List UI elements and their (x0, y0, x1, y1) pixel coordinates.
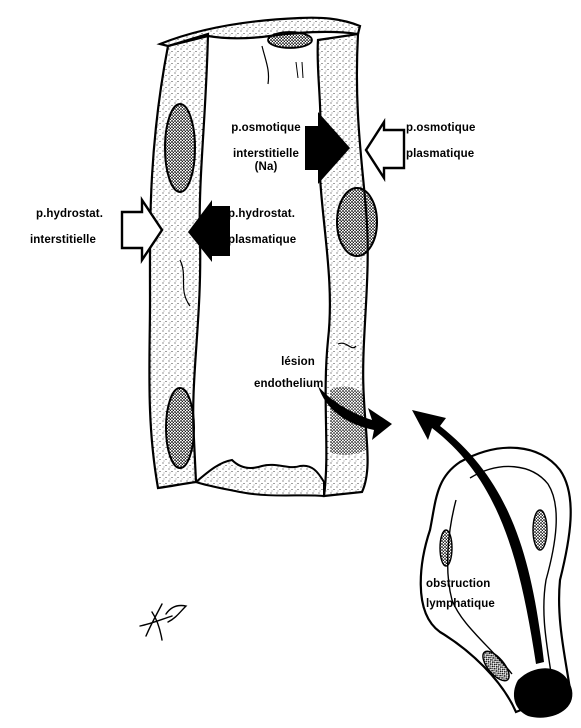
label-line: p.osmotique (218, 122, 314, 135)
label-obstruction: obstruction (426, 578, 490, 591)
label-line: interstitielle (214, 148, 318, 161)
label-line: lésion (258, 356, 338, 369)
label-lesion-2: endothelium (254, 378, 323, 391)
vessel-bottom-edge (196, 460, 324, 496)
label-line: (Na) (214, 161, 318, 174)
label-hydrostatic-interstitial: p.hydrostat. (36, 208, 103, 221)
label-hydrostatic-plasma: p.hydrostat. (228, 208, 295, 221)
label-line: lymphatique (426, 598, 495, 611)
label-osmotic-plasma-2: plasmatique (406, 148, 474, 161)
label-line: p.hydrostat. (228, 208, 295, 221)
label-line: endothelium (254, 378, 323, 391)
label-line: obstruction (426, 578, 490, 591)
label-osmotic-interstitial-2: interstitielle (Na) (214, 148, 318, 174)
label-osmotic-plasma: p.osmotique (406, 122, 475, 135)
label-osmotic-interstitial: p.osmotique (218, 122, 314, 135)
arrow-osmotic-plasma (366, 122, 404, 178)
signature-mark (140, 604, 186, 640)
label-hydrostatic-interstitial-2: interstitielle (30, 234, 96, 247)
label-line: plasmatique (228, 234, 296, 247)
label-line: p.hydrostat. (36, 208, 103, 221)
label-obstruction-2: lymphatique (426, 598, 495, 611)
label-hydrostatic-plasma-2: plasmatique (228, 234, 296, 247)
label-line: p.osmotique (406, 122, 475, 135)
label-line: interstitielle (30, 234, 96, 247)
label-line: plasmatique (406, 148, 474, 161)
label-lesion: lésion (258, 356, 338, 369)
